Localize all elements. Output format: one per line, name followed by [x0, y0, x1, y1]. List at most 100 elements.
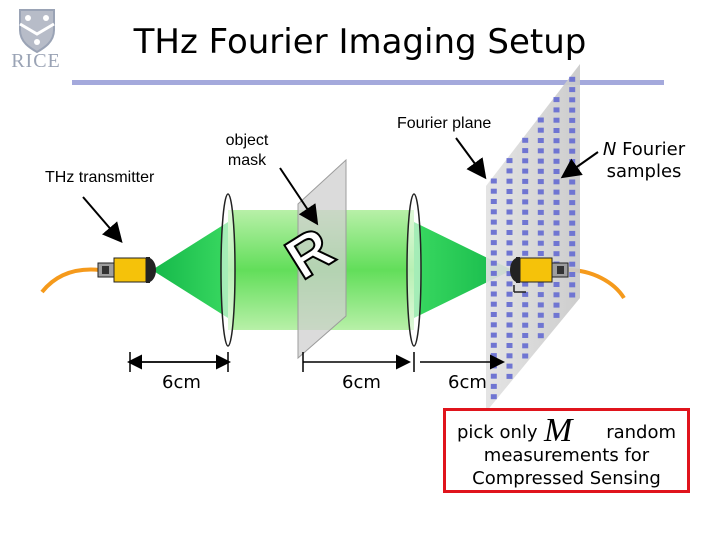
- fourier-sample-dot: [522, 343, 529, 349]
- fourier-sample-dot: [490, 188, 497, 194]
- object-mask-label-line2: mask: [227, 152, 267, 169]
- fourier-sample-dot: [537, 199, 544, 205]
- dimension-label-2: 6cm: [342, 372, 381, 393]
- fourier-sample-dot: [506, 168, 513, 174]
- fourier-sample-dot: [537, 168, 544, 174]
- compressed-sensing-callout: pick only random M measurements for Comp…: [443, 408, 690, 493]
- fourier-sample-dot: [553, 128, 560, 133]
- fourier-sample-dot: [553, 179, 560, 185]
- fourier-sample-dot: [522, 302, 529, 308]
- fourier-sample-dot: [506, 158, 513, 164]
- fourier-sample-dot: [537, 333, 544, 339]
- fourier-sample-dot: [506, 199, 513, 205]
- fourier-sample-dot: [506, 281, 513, 287]
- fourier-sample-dot: [506, 302, 513, 307]
- fourier-sample-dot: [522, 353, 529, 359]
- fourier-sample-dot: [490, 240, 497, 246]
- fourier-sample-dot: [569, 76, 576, 82]
- dimension-label-1: 6cm: [162, 372, 201, 393]
- fourier-sample-dot: [490, 229, 497, 235]
- fourier-sample-dot: [553, 199, 560, 205]
- fourier-samples-n: N: [602, 139, 617, 160]
- fourier-samples-label: N Fourier samples: [588, 139, 700, 183]
- dimension-lines: [127, 352, 505, 372]
- lens-2: [406, 193, 422, 347]
- fourier-sample-dot: [522, 322, 529, 328]
- fourier-sample-dot: [522, 137, 529, 143]
- fourier-sample-dot: [553, 138, 560, 144]
- fourier-sample-dot: [506, 373, 513, 379]
- fourier-sample-dot: [490, 312, 497, 317]
- fourier-sample-dot: [506, 271, 513, 277]
- transmitter-label: THz transmitter: [45, 169, 155, 186]
- title-underline: [72, 80, 664, 85]
- fourier-sample-dot: [537, 220, 544, 226]
- fourier-sample-dot: [553, 189, 560, 195]
- fourier-samples-line2: samples: [606, 161, 682, 182]
- fourier-sample-dot: [522, 148, 529, 154]
- thz-transmitter-device: [97, 257, 156, 283]
- fourier-sample-dot: [522, 168, 529, 174]
- fourier-sample-dot: [522, 230, 529, 236]
- fourier-sample-dot: [553, 210, 560, 216]
- fourier-sample-dot: [537, 322, 544, 328]
- fourier-plane-pointer-arrow: [455, 137, 487, 180]
- fourier-sample-dot: [490, 353, 497, 359]
- callout-variable-m: M: [544, 412, 573, 449]
- object-mask-label-line1: object: [225, 132, 269, 149]
- fourier-sample-dot: [553, 148, 560, 154]
- fourier-sample-dot: [569, 272, 576, 277]
- fourier-sample-dot: [569, 200, 576, 206]
- lens-1: [220, 193, 236, 347]
- fourier-sample-dot: [506, 189, 513, 194]
- fourier-sample-dot: [522, 240, 529, 246]
- fourier-sample-dot: [537, 189, 544, 195]
- fourier-sample-dot: [490, 260, 497, 266]
- fourier-sample-dot: [569, 159, 576, 164]
- fourier-sample-dot: [506, 291, 513, 297]
- fourier-sample-dot: [553, 312, 560, 318]
- fourier-sample-dot: [506, 219, 513, 225]
- left-fiber-cable: [40, 267, 101, 294]
- fourier-plane: [486, 64, 580, 412]
- fourier-sample-dot: [569, 97, 576, 103]
- fourier-sample-dot: [522, 250, 529, 256]
- fourier-sample-dot: [522, 333, 529, 338]
- transmitter-pointer-arrow: [82, 196, 123, 244]
- callout-line1: pick only random: [446, 421, 687, 444]
- fourier-sample-dot: [537, 312, 544, 318]
- fourier-sample-dot: [569, 148, 576, 154]
- fourier-sample-dots: [490, 76, 576, 400]
- fourier-sample-dot: [490, 322, 497, 328]
- fourier-sample-dot: [569, 128, 576, 134]
- fourier-sample-dot: [490, 199, 497, 204]
- fourier-sample-dot: [506, 260, 513, 266]
- fourier-sample-dot: [569, 220, 576, 226]
- fourier-sample-dot: [506, 322, 513, 328]
- fourier-samples-pointer-arrow: [560, 151, 599, 179]
- fourier-sample-dot: [522, 312, 529, 318]
- fourier-sample-dot: [490, 291, 497, 297]
- fourier-sample-dot: [569, 261, 576, 267]
- fourier-sample-dot: [506, 312, 513, 318]
- fourier-sample-dot: [506, 230, 513, 235]
- fourier-sample-dot: [506, 332, 513, 338]
- fourier-sample-dot: [537, 302, 544, 308]
- fourier-sample-dot: [553, 282, 560, 287]
- fourier-sample-dot: [490, 383, 497, 389]
- fourier-sample-dot: [553, 302, 560, 308]
- fourier-sample-dot: [537, 292, 544, 298]
- callout-before: pick only: [456, 422, 538, 443]
- fourier-sample-dot: [569, 189, 576, 195]
- fourier-sample-dot: [506, 353, 513, 359]
- fourier-sample-dot: [553, 97, 560, 103]
- fourier-plane-label: Fourier plane: [397, 115, 492, 132]
- fourier-sample-dot: [569, 87, 576, 93]
- fourier-sample-dot: [569, 117, 576, 123]
- fourier-sample-dot: [506, 363, 513, 369]
- fourier-sample-dot: [490, 394, 497, 400]
- fourier-sample-dot: [553, 251, 560, 257]
- fourier-sample-dot: [537, 230, 544, 236]
- fourier-sample-dot: [569, 230, 576, 236]
- fourier-sample-dot: [569, 179, 576, 185]
